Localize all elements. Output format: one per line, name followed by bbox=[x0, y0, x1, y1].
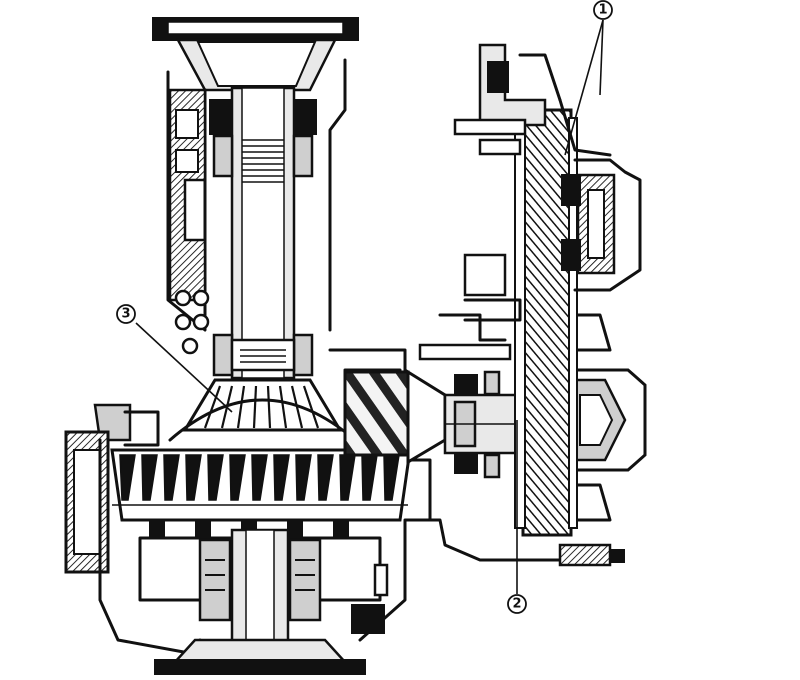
upper-right-bearing-housing bbox=[418, 43, 642, 361]
large-spur-gear bbox=[514, 108, 578, 537]
main-gear-housing bbox=[64, 348, 432, 657]
lower-output-assembly bbox=[138, 528, 389, 675]
callout-circle bbox=[116, 304, 136, 324]
leader-line-3 bbox=[135, 322, 233, 413]
upper-output-housing bbox=[152, 17, 359, 380]
bottom-flange bbox=[154, 659, 366, 675]
helical-pinion bbox=[343, 370, 410, 457]
callout-circle bbox=[507, 594, 527, 614]
leader-line-1 bbox=[564, 19, 604, 156]
callout-circle bbox=[593, 0, 613, 20]
ring-gear bbox=[110, 448, 412, 539]
callout-label: 2 bbox=[512, 597, 521, 612]
leader-lines bbox=[135, 19, 604, 594]
callout-1: 1 bbox=[593, 0, 613, 20]
callout-2: 2 bbox=[507, 594, 527, 614]
callout-label: 3 bbox=[121, 307, 130, 322]
bevel-pinion-gear bbox=[168, 378, 357, 442]
callout-3: 3 bbox=[116, 304, 136, 324]
callout-label: 1 bbox=[598, 3, 607, 18]
drain-plug bbox=[558, 543, 625, 567]
